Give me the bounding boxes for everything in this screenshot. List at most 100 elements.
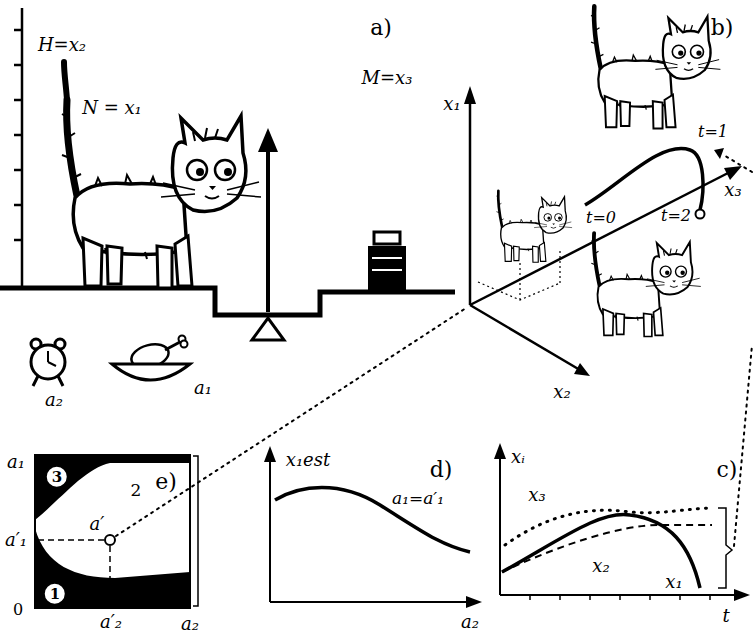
weight [368,232,406,290]
estimate-plot-part [466,596,482,608]
axis-label: a′₂ [100,612,122,632]
axis-label: x₃ [724,180,741,200]
time-label: t=0 [586,209,616,227]
region-number: 1 [43,586,67,603]
food-bowl-part [112,364,190,380]
height-scale-part [14,30,22,240]
alarm-clock [31,339,65,386]
curve-label: x₂ [592,556,609,576]
axis-label: 0 [13,601,23,619]
balance-scale-part [0,288,455,315]
time-plot-part [722,154,752,172]
time-plot-part [530,595,710,600]
region-number: 2 [131,481,142,500]
axis-label: x₁est [286,450,331,470]
time-label: t=2 [661,207,691,225]
axis-label: a₂ [461,612,479,632]
time-plot-part [494,443,506,459]
axis-label: a₁ [7,452,25,472]
trajectory-part [696,210,705,219]
time-label: t=1 [698,123,728,141]
food-bowl [112,336,190,381]
estimate-plot-part [270,601,470,603]
height-scale-part [21,8,24,288]
cat-bottom-part [591,233,700,336]
time-plot-part [718,508,732,588]
state-axes-part [469,100,472,305]
food-bowl-part [181,341,188,348]
state-axes-part [724,166,742,180]
time-plot-part [499,455,501,595]
time-plot-part [734,345,752,546]
variable-label: M=x₃ [362,68,413,88]
cat-panel-a-part [64,62,67,100]
axis-label: x₂ [553,382,570,402]
estimate-plot-part [264,446,276,462]
height-scale [14,8,22,288]
parameter-map-part [105,535,115,545]
cat-small-part [496,191,572,262]
panel-letter: c) [717,458,738,482]
panel-letter: a) [370,16,392,40]
cat-small [496,191,572,262]
estimate-plot [264,446,482,608]
balance-scale-part [252,318,284,340]
time-plot-part [734,589,750,601]
axis-label: x₁ [443,94,460,114]
parameter-map [35,455,198,608]
alarm-clock-part [31,345,65,379]
cat-top-part [591,6,720,128]
state-axes [464,86,742,376]
parameter-map-part [193,456,198,606]
projection-line-part [116,308,466,536]
circle-outline [46,466,68,488]
input-label: a₂ [45,390,63,410]
time-plot-part [500,594,738,596]
balance-scale-part [258,128,278,152]
point-label: a′ [90,514,105,534]
alarm-clock-part [48,351,56,366]
cat-panel-a-part [62,100,261,288]
parameter-map-part [35,455,190,520]
parameter-map-part [35,528,190,608]
time-plot-part [714,148,724,159]
weight-part [368,246,406,290]
circle-outline [44,583,66,605]
curve-label: x₁ [665,572,682,592]
state-axes-part [574,363,590,376]
state-axes-part [464,86,476,104]
region-circle: 3 [45,465,69,489]
axis-label: a₂ [181,614,199,634]
axis-label: t [722,606,729,626]
input-label: a₁ [194,378,212,398]
food-bowl-part [165,342,180,350]
time-plot [494,148,752,601]
cat-panel-a [62,62,261,288]
curve-label: x₃ [528,485,545,505]
variable-label: H=x₂ [38,35,86,55]
region-number: 3 [45,469,69,486]
weight-part [372,258,402,270]
balance-scale-part [266,150,270,312]
parameter-map-part [35,540,110,578]
axis-label: xᵢ [511,447,525,467]
cat-bottom [591,233,700,336]
weight-part [374,232,400,244]
panel-letter: e) [155,470,177,494]
trajectory-part [585,149,703,210]
variable-label: N = x₁ [82,98,142,118]
time-plot-part [505,508,712,545]
parameter-map-part [35,455,190,608]
panel-letter: d) [430,458,453,482]
estimate-plot-part [269,458,271,602]
region-circle: 1 [43,582,67,606]
curve-label: a₁=a′₁ [392,489,444,508]
estimate-plot-part [275,488,470,553]
projection-line [116,308,466,536]
state-axes-part [470,305,580,370]
axis-label: a′₁ [5,530,27,550]
cat-top [591,6,720,128]
